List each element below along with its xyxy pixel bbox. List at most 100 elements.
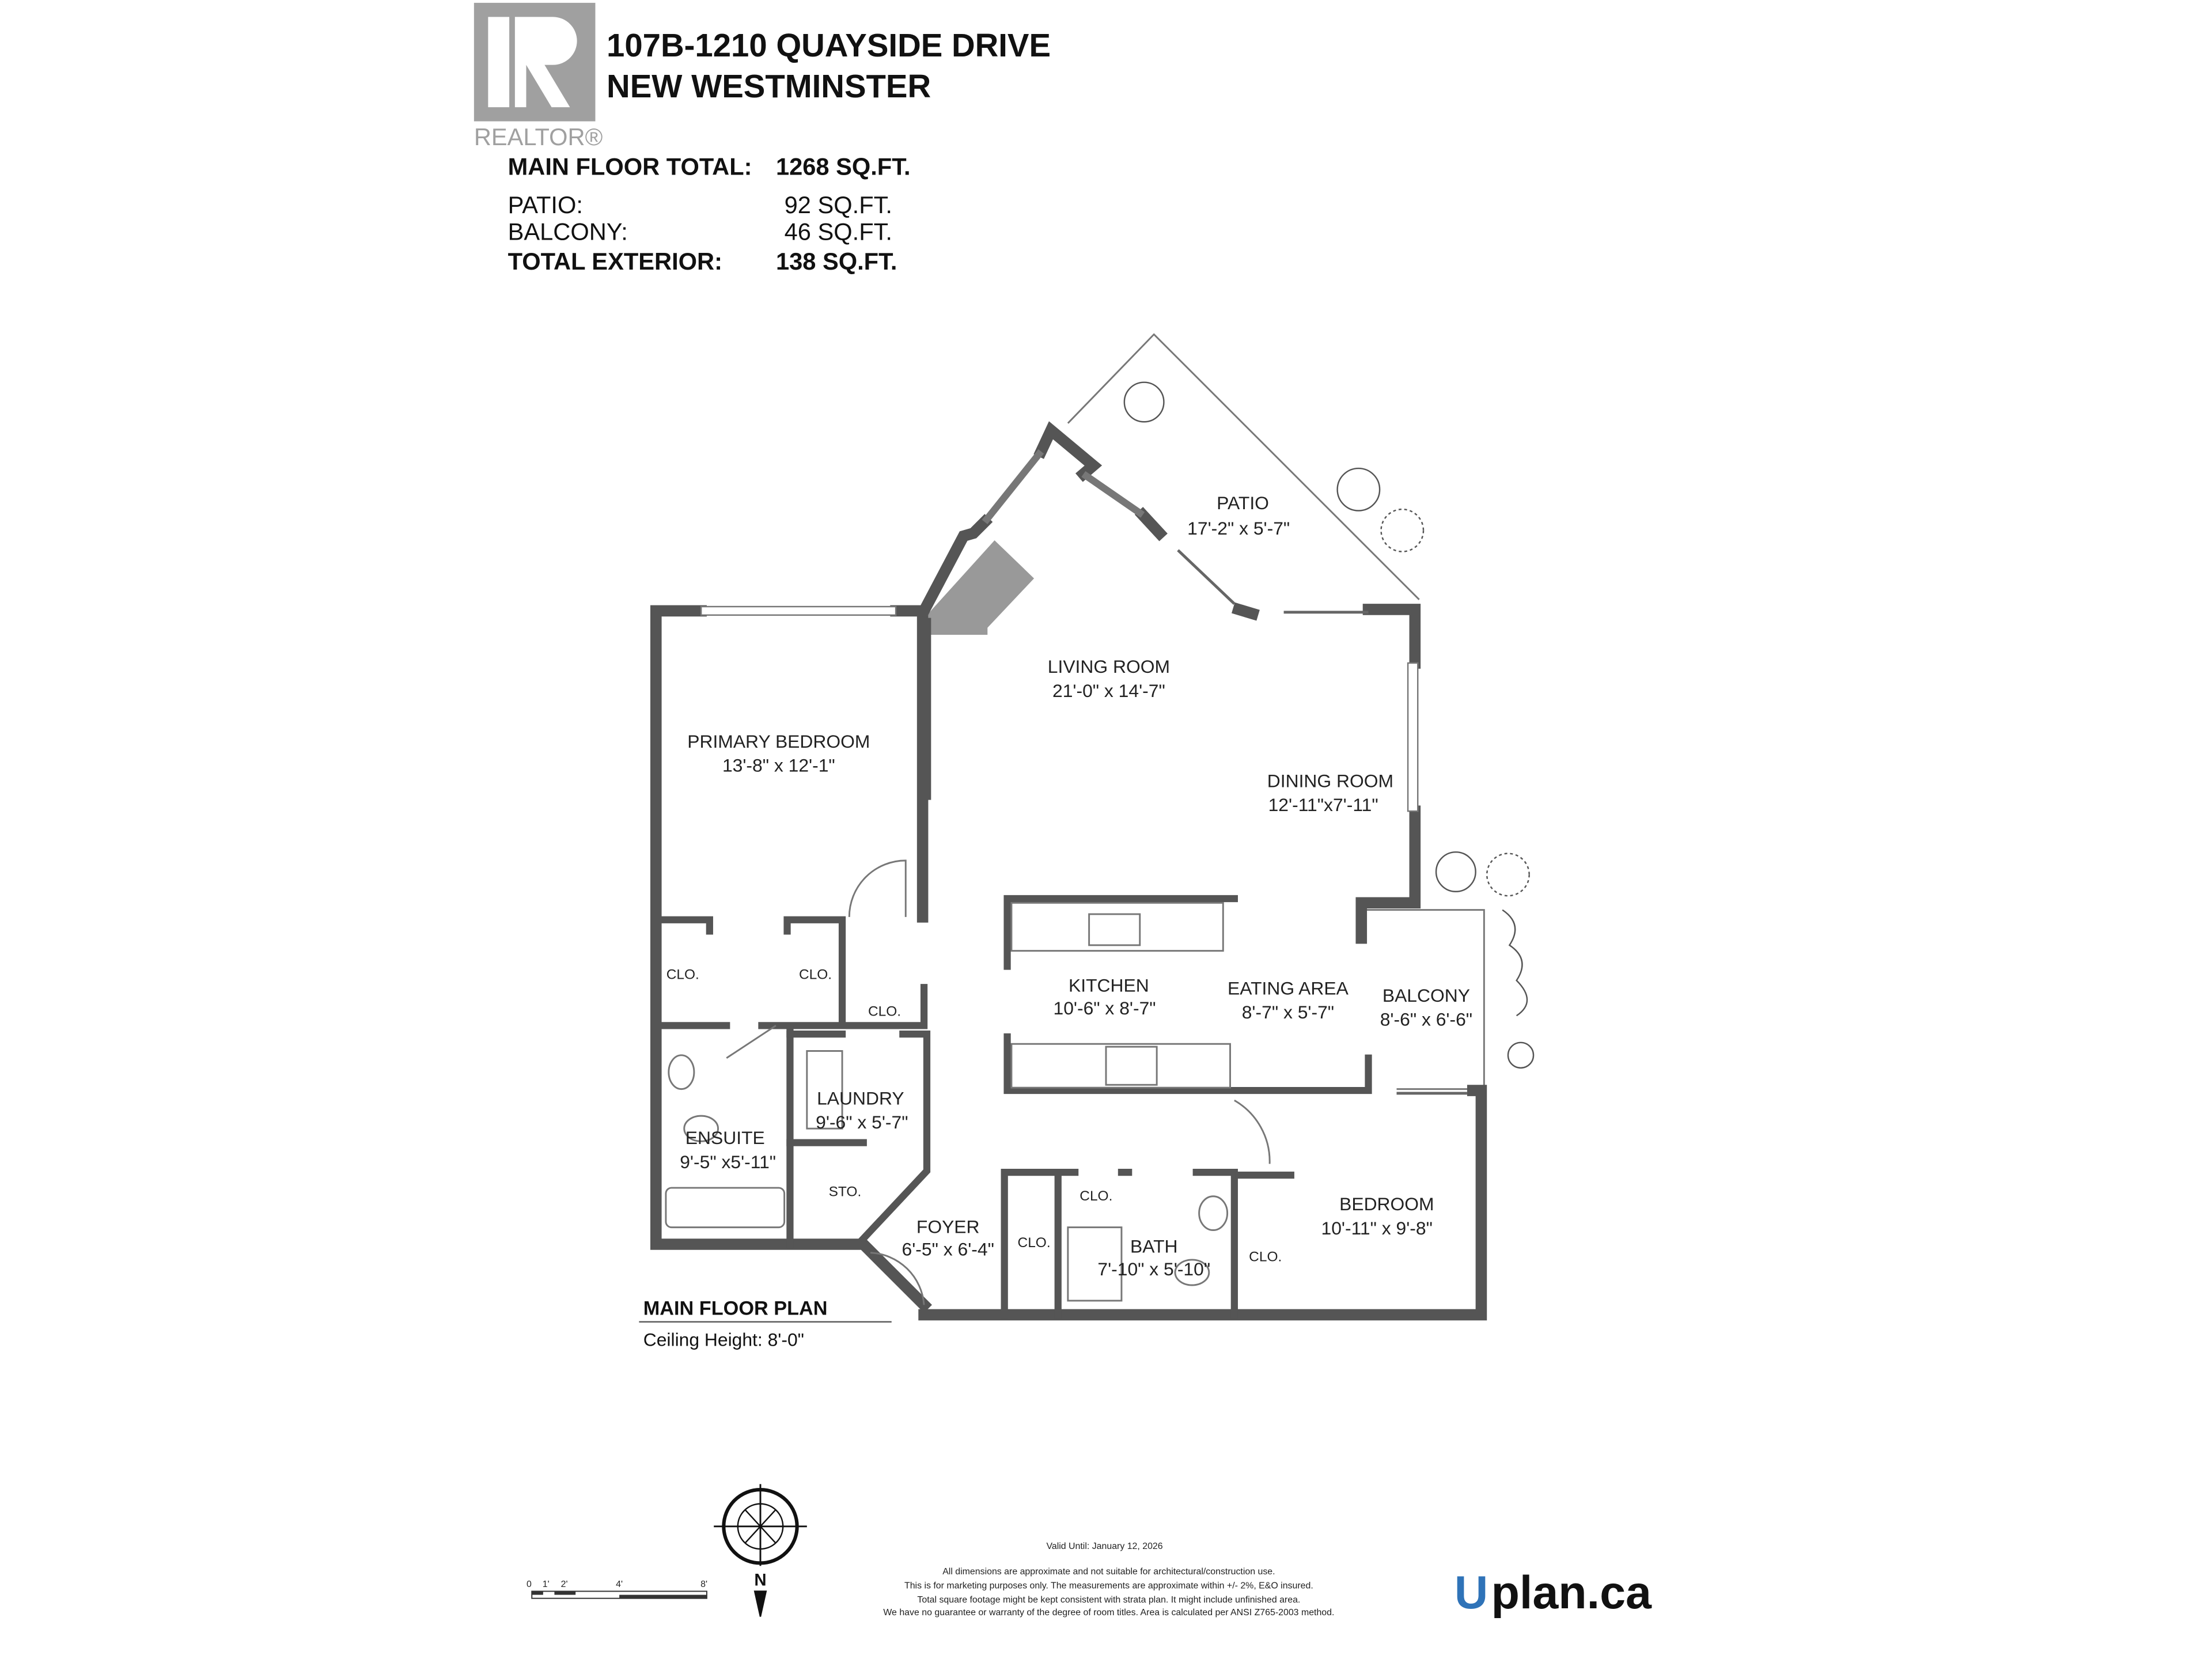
wall [1033, 421, 1103, 482]
realtor-logo-text: REALTOR® [474, 123, 603, 150]
svg-text:9'-6" x 5'-7": 9'-6" x 5'-7" [816, 1112, 908, 1132]
plant-icon [1123, 381, 1535, 1069]
sliding-door [1177, 549, 1236, 605]
wall [657, 916, 713, 935]
scale-tick-label: 2' [561, 1580, 568, 1589]
kitchen-counter-wall [1003, 895, 1238, 970]
room-living-room: LIVING ROOM 21'-0" x 14'-7" [1048, 656, 1170, 701]
svg-text:KITCHEN: KITCHEN [1069, 975, 1149, 996]
svg-text:LAUNDRY: LAUNDRY [817, 1088, 904, 1109]
disclaimer-line: Total square footage might be kept consi… [917, 1595, 1300, 1605]
window [700, 605, 897, 616]
fireplace [928, 540, 1035, 635]
closet-label: CLO. [1249, 1249, 1282, 1264]
door-swing [1234, 1099, 1271, 1164]
scale-tick-label: 4' [616, 1580, 623, 1589]
uplan-logo: U plan.ca [1455, 1567, 1652, 1619]
compass-icon [714, 1484, 807, 1617]
svg-text:21'-0" x 14'-7": 21'-0" x 14'-7" [1052, 680, 1165, 701]
svg-text:8'-6" x 6'-6": 8'-6" x 6'-6" [1380, 1009, 1472, 1029]
plan-title: MAIN FLOOR PLAN [643, 1297, 828, 1319]
uplan-logo-text: plan.ca [1491, 1567, 1652, 1619]
svg-text:PATIO: PATIO [1217, 493, 1269, 513]
wall [1355, 805, 1421, 944]
balcony-area-label: BALCONY: [508, 218, 628, 245]
total-exterior-value: 138 SQ.FT. [776, 248, 897, 275]
scale-tick-label: 0 [527, 1580, 532, 1589]
wall [783, 916, 928, 1029]
sink [1198, 1195, 1229, 1231]
disclaimer-line: All dimensions are approximate and not s… [942, 1567, 1275, 1577]
wall [650, 605, 932, 1313]
kitchen-counter [1010, 902, 1224, 952]
address-line-2: NEW WESTMINSTER [607, 68, 931, 104]
storage-label: STO. [829, 1184, 862, 1200]
closet-label: CLO. [1080, 1188, 1112, 1204]
patio-area-label: PATIO: [508, 191, 583, 218]
wall [918, 1085, 1487, 1321]
stove [1105, 1046, 1158, 1086]
toilet [1174, 1259, 1210, 1286]
wall [1232, 602, 1260, 621]
toilet [683, 1115, 719, 1142]
svg-text:17'-2" x 5'-7": 17'-2" x 5'-7" [1187, 518, 1290, 539]
bathtub [665, 1187, 786, 1229]
svg-text:FOYER: FOYER [916, 1216, 980, 1237]
window [982, 449, 1044, 524]
wall [890, 605, 929, 923]
scale-tick-label: 1' [543, 1580, 550, 1589]
room-bedroom: BEDROOM 10'-11" x 9'-8" [1321, 1194, 1434, 1238]
scale-bar: 0 1' 2' 4' 8' [527, 1580, 707, 1599]
closet-label: CLO. [868, 1003, 901, 1019]
door-swing [848, 859, 907, 917]
sink [668, 1054, 695, 1090]
room-patio: PATIO 17'-2" x 5'-7" [1187, 493, 1290, 539]
svg-text:12'-11"x7'-11": 12'-11"x7'-11" [1268, 794, 1378, 815]
svg-text:10'-6" x 8'-7": 10'-6" x 8'-7" [1054, 998, 1156, 1018]
balcony-outline [1365, 909, 1485, 1090]
compass-north-label: N [754, 1571, 766, 1590]
valid-until: Valid Until: January 12, 2026 [1046, 1541, 1162, 1551]
svg-text:10'-11" x 9'-8": 10'-11" x 9'-8" [1321, 1218, 1433, 1238]
wall [1001, 1168, 1062, 1319]
closet-label: CLO. [799, 967, 832, 983]
disclaimer-line: This is for marketing purposes only. The… [904, 1581, 1313, 1591]
uplan-logo-u: U [1455, 1567, 1488, 1619]
closet-label: CLO. [1018, 1235, 1051, 1251]
svg-text:9'-5" x5'-11": 9'-5" x5'-11" [680, 1152, 776, 1172]
ceiling-height: Ceiling Height: 8'-0" [643, 1329, 804, 1350]
door-swing [870, 1252, 925, 1305]
main-floor-label: MAIN FLOOR TOTAL: [508, 153, 752, 180]
window [1407, 662, 1419, 812]
svg-text:DINING ROOM: DINING ROOM [1267, 771, 1393, 791]
realtor-logo: REALTOR® [474, 2, 603, 150]
address-line-1: 107B-1210 QUAYSIDE DRIVE [607, 27, 1051, 63]
svg-text:BEDROOM: BEDROOM [1339, 1194, 1434, 1214]
svg-text:13'-8" x 12'-1": 13'-8" x 12'-1" [722, 755, 835, 776]
svg-text:PRIMARY BEDROOM: PRIMARY BEDROOM [687, 731, 870, 752]
disclaimer-line: We have no guarantee or warranty of the … [883, 1608, 1334, 1618]
svg-text:6'-5" x 6'-4": 6'-5" x 6'-4" [902, 1239, 994, 1260]
wall [1362, 604, 1421, 669]
kitchen-counter [1010, 1043, 1231, 1089]
svg-text:BALCONY: BALCONY [1382, 985, 1470, 1006]
door-swing [726, 1025, 777, 1059]
window [1081, 471, 1145, 518]
svg-text:BATH: BATH [1130, 1236, 1178, 1257]
wall [1134, 507, 1168, 541]
svg-text:EATING AREA: EATING AREA [1228, 978, 1349, 999]
scale-tick-label: 8' [700, 1580, 707, 1589]
patio-outline [1067, 333, 1420, 600]
total-exterior-label: TOTAL EXTERIOR: [508, 248, 722, 275]
balcony-area-value: 46 SQ.FT. [785, 218, 892, 245]
floor-plan [650, 333, 1535, 1321]
wall [858, 1030, 931, 1244]
room-primary-bedroom: PRIMARY BEDROOM 13'-8" x 12'-1" [687, 731, 870, 776]
patio-area-value: 92 SQ.FT. [785, 191, 892, 218]
svg-text:LIVING ROOM: LIVING ROOM [1048, 656, 1170, 677]
main-floor-value: 1268 SQ.FT. [776, 153, 911, 180]
